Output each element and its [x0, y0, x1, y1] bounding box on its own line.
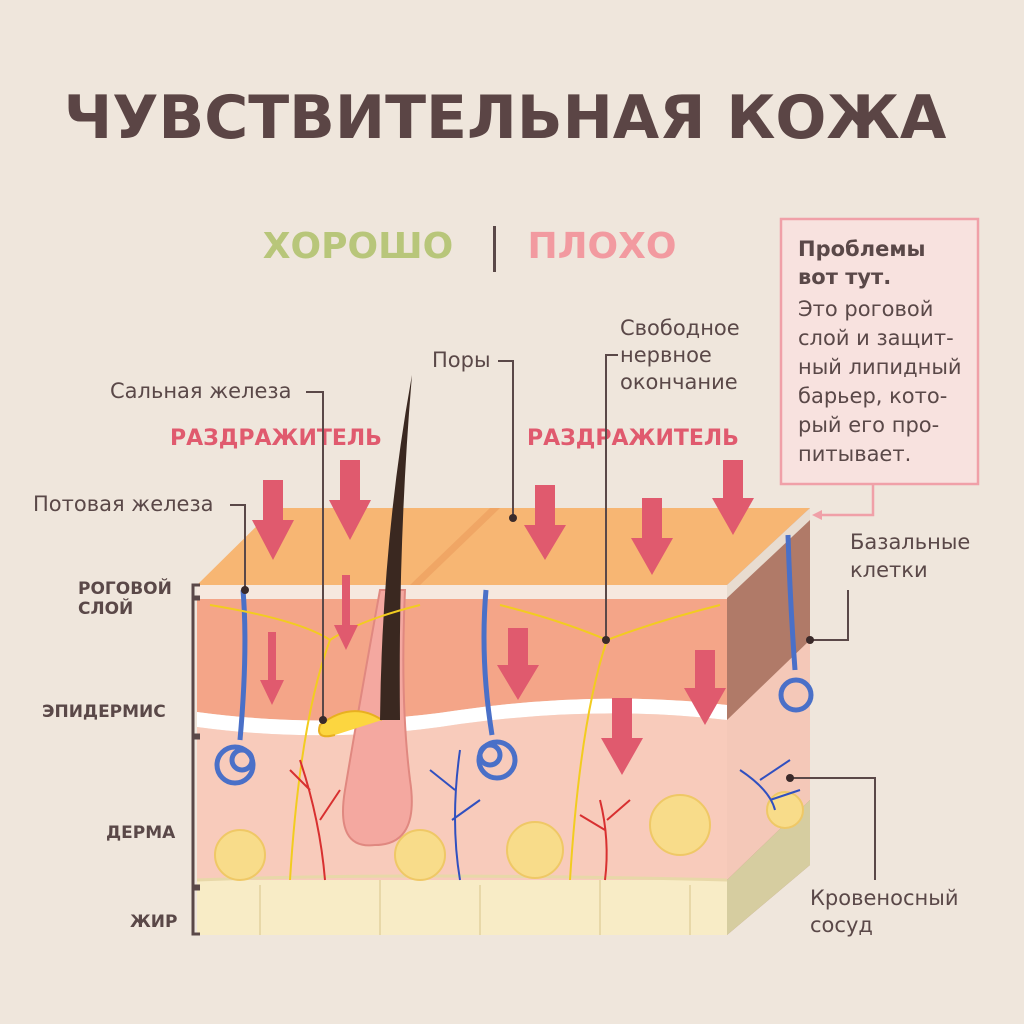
arrow-icon	[334, 575, 358, 650]
callout-line: слой и защит-	[798, 326, 954, 350]
callout-line: питывает.	[798, 442, 911, 466]
layer-label-fat: ЖИР	[130, 912, 178, 932]
arrow-icon	[497, 628, 539, 700]
callout-line: Это роговой	[798, 297, 933, 321]
label-vessel-2: сосуд	[810, 913, 873, 937]
arrow-icon	[712, 460, 754, 535]
label-pores: Поры	[432, 348, 491, 372]
arrow-icon	[524, 485, 566, 560]
arrow-icon	[631, 498, 673, 575]
irritant-label-right: РАЗДРАЖИТЕЛЬ	[527, 426, 739, 451]
legend-bad: ПЛОХО	[528, 226, 677, 267]
label-vessel-1: Кровеносный	[810, 886, 958, 910]
legend-good: ХОРОШО	[263, 226, 453, 267]
layer-label-corneum-2: СЛОЙ	[78, 597, 133, 619]
hair	[380, 375, 412, 720]
layer-label-dermis: ДЕРМА	[106, 823, 176, 843]
arrow-icon	[260, 632, 284, 705]
fat-layer	[197, 880, 727, 935]
dermis	[197, 713, 727, 880]
label-nerve-1: Свободное	[620, 316, 740, 340]
layer-label-epidermis: ЭПИДЕРМИС	[42, 702, 166, 722]
arrow-icon	[252, 480, 294, 560]
blood-vessel	[289, 749, 801, 881]
legend-separator	[493, 226, 496, 272]
arrow-icon	[601, 698, 643, 775]
arrow-icon	[684, 650, 726, 725]
callout-line: барьер, кото-	[798, 384, 947, 408]
label-nerve-3: окончание	[620, 370, 738, 394]
label-sweat-gland: Потовая железа	[33, 492, 214, 516]
callout-line: ный липидный	[798, 355, 962, 379]
label-basal-2: клетки	[850, 558, 928, 582]
sweat-gland	[214, 534, 814, 786]
callout-line: рый его про-	[798, 413, 939, 437]
callout-box: Проблемы вот тут. Это роговой слой и защ…	[779, 217, 980, 520]
stratum-corneum	[197, 585, 727, 599]
sebaceous-gland	[318, 710, 383, 738]
skin-surface	[197, 508, 810, 585]
epidermis	[197, 599, 727, 721]
arrow-icon	[329, 460, 371, 540]
layer-label-corneum-1: РОГОВОЙ	[78, 577, 172, 599]
callout-heading-2: вот тут.	[798, 265, 891, 289]
irritant-label-left: РАЗДРАЖИТЕЛЬ	[170, 426, 382, 451]
irritant-arrows	[252, 460, 754, 775]
page-title: ЧУВСТВИТЕЛЬНАЯ КОЖА	[64, 83, 947, 153]
label-basal-1: Базальные	[850, 530, 970, 554]
label-nerve-2: нервное	[620, 343, 712, 367]
callout-heading-1: Проблемы	[798, 237, 925, 261]
label-sebaceous-gland: Сальная железа	[110, 379, 291, 403]
skin-block	[196, 375, 814, 935]
layer-brackets	[191, 583, 200, 936]
callout-pointer	[818, 484, 875, 517]
